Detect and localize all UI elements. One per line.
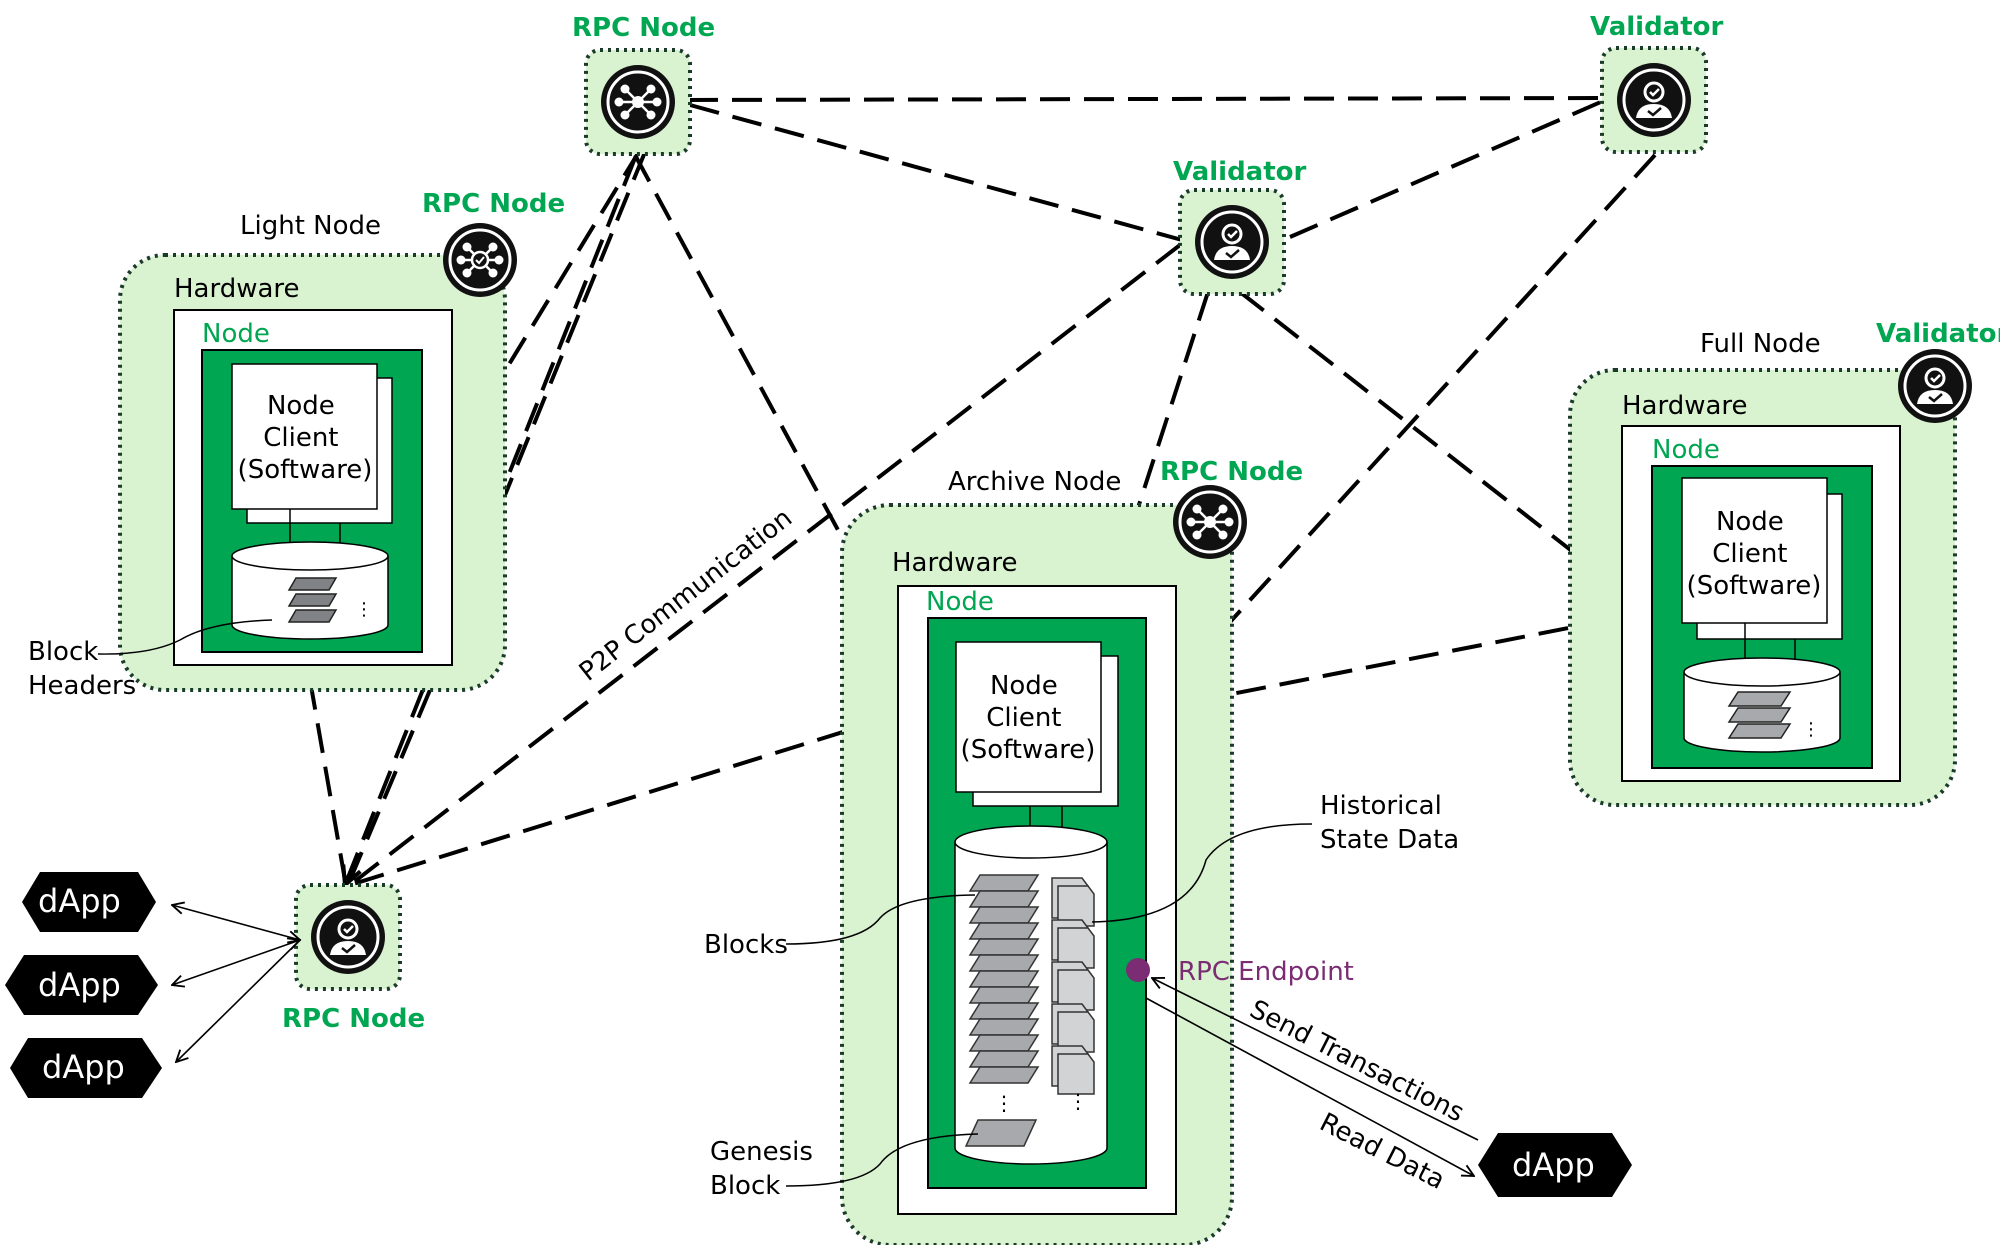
- p2p-communication-label: P2P Communication: [574, 503, 798, 687]
- send-transactions-label: Send Transactions: [1245, 995, 1469, 1129]
- light-rpc-group: RPC Node: [422, 189, 565, 299]
- validator-middle-label: Validator: [1173, 157, 1307, 187]
- light-node: Light Node Hardware Node Node Client (So…: [28, 189, 565, 701]
- light-hardware-label: Hardware: [174, 274, 300, 304]
- full-validator-label: Validator: [1876, 319, 2000, 349]
- validator-top-right-label: Validator: [1590, 12, 1724, 42]
- network-hub-icon: [599, 63, 677, 141]
- archive-node: Archive Node Hardware Node Node Client (…: [840, 457, 1303, 1245]
- genesis-block-slab: [964, 1119, 1038, 1147]
- svg-text:dApp: dApp: [38, 966, 121, 1004]
- light-node-label: Light Node: [240, 211, 381, 241]
- dapp-left-group: dApp dApp dApp: [5, 872, 300, 1098]
- full-node-title: Node: [1652, 435, 1720, 465]
- block-headers-label: Block Headers: [28, 637, 136, 701]
- rpc-node-bottom-label: RPC Node: [282, 1004, 425, 1034]
- svg-text:⋮: ⋮: [355, 599, 373, 620]
- archive-node-label: Archive Node: [948, 467, 1121, 497]
- svg-text:⋮: ⋮: [1802, 719, 1820, 740]
- network-hub-icon: [441, 221, 519, 299]
- archive-rpc-label: RPC Node: [1160, 457, 1303, 487]
- rpc-node-top-label: RPC Node: [572, 13, 715, 43]
- user-check-icon: [1615, 61, 1693, 139]
- archive-hardware-label: Hardware: [892, 548, 1018, 578]
- full-node-client-box: [1681, 477, 1828, 624]
- light-node-client-box: [231, 363, 378, 510]
- dapp-left-3: dApp: [10, 1038, 162, 1098]
- dapp-rpc-links: [172, 905, 300, 1062]
- full-validator-group: Validator: [1876, 319, 2000, 425]
- svg-text:⋮: ⋮: [1068, 1089, 1088, 1113]
- full-blocks-stack: ⋮: [1727, 691, 1820, 740]
- validator-middle: Validator: [1173, 157, 1307, 296]
- light-node-client-label: Node Client (Software): [238, 391, 373, 485]
- archive-state-stack: ⋮: [1051, 877, 1095, 1113]
- archive-node-title: Node: [926, 587, 994, 617]
- full-hardware-label: Hardware: [1622, 391, 1748, 421]
- genesis-block-label: Genesis Block: [710, 1137, 821, 1201]
- rpc-endpoint-dot: [1126, 958, 1150, 982]
- rpc-node-top: RPC Node: [572, 13, 715, 156]
- historical-state-data-label: Historical State Data: [1320, 791, 1459, 855]
- block-headers-stack: ⋮: [287, 577, 373, 623]
- user-check-icon: [1193, 203, 1271, 281]
- full-node: Full Node Hardware Node Node Client (Sof…: [1568, 319, 2000, 807]
- network-hub-icon: [1171, 483, 1249, 561]
- archive-blocks-stack: ⋮: [969, 874, 1039, 1115]
- dapp-right: dApp: [1478, 1133, 1632, 1197]
- light-node-title: Node: [202, 319, 270, 349]
- rpc-node-bottom: RPC Node: [282, 883, 425, 1034]
- svg-text:dApp: dApp: [38, 882, 121, 920]
- svg-text:dApp: dApp: [1512, 1146, 1595, 1184]
- dapp-left-1: dApp: [22, 872, 156, 932]
- light-rpc-label: RPC Node: [422, 189, 565, 219]
- svg-text:dApp: dApp: [42, 1048, 125, 1086]
- dapp-left-2: dApp: [5, 955, 158, 1015]
- archive-rpc-group: RPC Node: [1160, 457, 1303, 561]
- archive-node-client-box: [955, 641, 1102, 793]
- rpc-endpoint-label: RPC Endpoint: [1178, 957, 1354, 987]
- full-node-client-label: Node Client (Software): [1687, 507, 1822, 601]
- archive-node-client-label: Node Client (Software): [961, 671, 1096, 765]
- validator-top-right: Validator: [1590, 12, 1724, 154]
- blocks-label: Blocks: [704, 930, 788, 960]
- rpc-endpoint-links: [1145, 978, 1479, 1176]
- full-node-label: Full Node: [1700, 329, 1821, 359]
- user-check-icon: [309, 898, 387, 976]
- user-check-icon: [1896, 347, 1974, 425]
- svg-text:⋮: ⋮: [994, 1091, 1014, 1115]
